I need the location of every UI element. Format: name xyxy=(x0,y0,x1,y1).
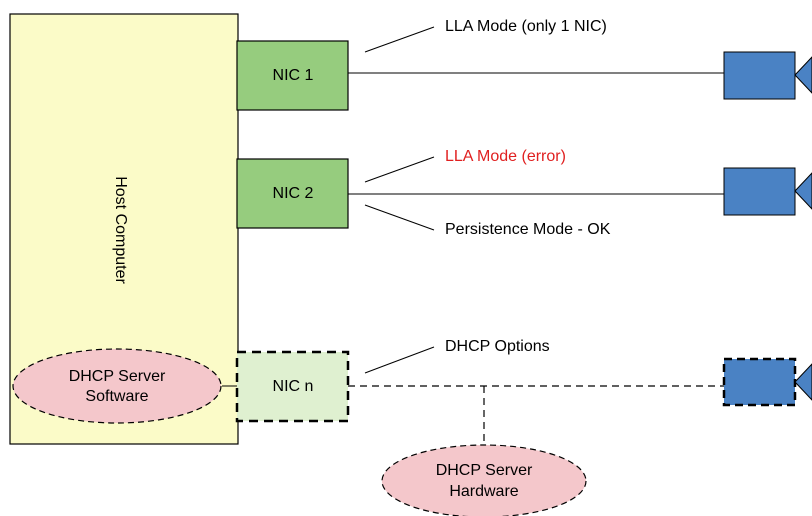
nic-2-label: NIC 2 xyxy=(273,185,314,202)
camera-n-icon xyxy=(722,357,812,407)
annotation-persistence: Persistence Mode - OK xyxy=(445,221,611,238)
nic-2-box xyxy=(236,158,349,229)
leader-lla-single xyxy=(364,26,435,53)
annotation-dhcp-options: DHCP Options xyxy=(445,338,550,355)
nic-1-label: NIC 1 xyxy=(273,67,314,84)
camera-2-icon xyxy=(723,167,812,216)
leader-dhcp-options xyxy=(364,346,435,374)
nic-n-box xyxy=(235,350,350,423)
dhcp-server-software-ellipse xyxy=(12,348,222,424)
dhcp-server-software-line-1: DHCP Server xyxy=(69,368,166,385)
nic-n-label: NIC n xyxy=(273,378,314,395)
dhcp-server-hardware-line-1: DHCP Server xyxy=(436,462,533,479)
annotation-lla-error: LLA Mode (error) xyxy=(445,148,566,165)
camera-1-icon xyxy=(723,51,812,100)
nic-1-box xyxy=(236,40,349,111)
leader-persistence xyxy=(364,204,435,231)
leader-lla-error xyxy=(364,156,435,183)
dhcp-server-hardware-line-2: Hardware xyxy=(449,483,518,500)
host-computer-label: Host Computer xyxy=(112,176,129,284)
annotation-lla-single: LLA Mode (only 1 NIC) xyxy=(445,18,607,35)
dhcp-server-hardware-ellipse xyxy=(381,444,587,516)
dhcp-server-software-line-2: Software xyxy=(85,388,148,405)
